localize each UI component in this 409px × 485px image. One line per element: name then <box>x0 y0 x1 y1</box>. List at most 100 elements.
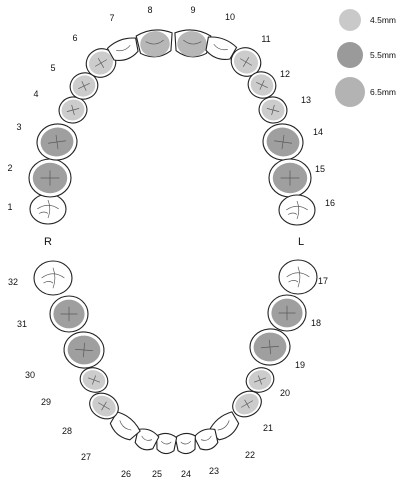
tooth-outline <box>208 411 240 441</box>
tooth-10[interactable] <box>203 34 238 63</box>
fissure-mark <box>52 267 56 289</box>
tooth-outline <box>106 37 139 61</box>
fissure-mark <box>259 80 265 90</box>
tooth-outline <box>29 193 67 225</box>
tooth-number-label: 9 <box>190 5 195 15</box>
tooth-5[interactable] <box>66 68 102 103</box>
tooth-22[interactable] <box>207 409 243 444</box>
tooth-30[interactable] <box>63 330 106 369</box>
tooth-26[interactable] <box>132 426 160 452</box>
tooth-8[interactable] <box>135 28 174 58</box>
tooth-number-label: 22 <box>245 450 255 460</box>
legend-item: 5.5mm <box>337 42 396 68</box>
tooth-number-label: 14 <box>313 127 323 137</box>
tooth-21[interactable] <box>228 386 266 422</box>
tooth-23[interactable] <box>193 426 221 452</box>
tooth-number-label: 11 <box>261 34 270 44</box>
fissure-mark <box>83 342 85 358</box>
edge-mark <box>213 43 228 51</box>
tooth-outline <box>205 36 238 60</box>
tooth-number-label: 20 <box>280 388 290 398</box>
edge-mark <box>160 440 172 445</box>
teeth-layer <box>28 28 318 455</box>
fissure-mark <box>296 200 300 220</box>
tooth-outline <box>193 428 219 451</box>
legend-item: 4.5mm <box>339 9 396 31</box>
tooth-24[interactable] <box>174 432 197 455</box>
fissure-mark <box>297 266 301 288</box>
tooth-number-label: 32 <box>8 277 18 287</box>
fissure-mark <box>41 273 65 279</box>
tooth-number-label: 13 <box>301 95 311 105</box>
fissure-mark <box>269 339 271 355</box>
tooth-3[interactable] <box>35 121 80 162</box>
tooth-number-label: 30 <box>25 370 35 380</box>
fissure-mark <box>47 199 51 219</box>
tooth-31[interactable] <box>49 295 89 333</box>
tooth-9[interactable] <box>173 28 212 58</box>
fissure-mark <box>286 272 310 278</box>
legend-label: 4.5mm <box>370 15 396 25</box>
edge-mark <box>145 39 164 45</box>
tooth-number-label: 17 <box>318 276 328 286</box>
tooth-number-label: 21 <box>263 423 273 433</box>
tooth-number-label: 25 <box>152 469 162 479</box>
tooth-number-label: 12 <box>280 69 290 79</box>
tooth-32[interactable] <box>33 260 73 296</box>
tooth-outline <box>156 432 178 455</box>
tooth-number-label: 24 <box>181 469 191 479</box>
tooth-number-label: 1 <box>7 202 12 212</box>
fissure-mark <box>286 205 308 211</box>
tooth-15[interactable] <box>268 158 312 198</box>
tooth-number-label: 15 <box>315 164 325 174</box>
edge-mark <box>119 420 132 431</box>
tooth-number-label: 10 <box>225 12 235 22</box>
fissure-mark <box>101 401 107 411</box>
tooth-13[interactable] <box>256 94 290 126</box>
tooth-number-label: 2 <box>7 163 12 173</box>
tooth-28[interactable] <box>85 388 123 424</box>
tooth-outline <box>109 411 141 441</box>
tooth-27[interactable] <box>106 409 142 444</box>
tooth-1[interactable] <box>29 193 67 225</box>
legend-label: 6.5mm <box>370 87 396 97</box>
fissure-mark <box>71 104 75 116</box>
tooth-2[interactable] <box>28 158 72 198</box>
tooth-18[interactable] <box>267 294 307 332</box>
tooth-25[interactable] <box>155 432 178 455</box>
tooth-12[interactable] <box>244 67 280 102</box>
fissure-mark <box>43 281 54 284</box>
tooth-6[interactable] <box>81 43 121 82</box>
tooth-17[interactable] <box>278 259 318 295</box>
side-label-left: L <box>298 236 304 248</box>
tooth-number-label: 28 <box>62 426 72 436</box>
edge-mark <box>183 39 202 45</box>
tooth-number-label: 23 <box>209 466 219 476</box>
tooth-29[interactable] <box>77 364 112 396</box>
legend-swatch <box>335 77 365 107</box>
tooth-16[interactable] <box>278 194 316 226</box>
tooth-19[interactable] <box>249 327 292 366</box>
tooth-number-label: 16 <box>325 198 335 208</box>
tooth-number-label: 6 <box>72 33 77 43</box>
tooth-number-label: 31 <box>17 319 27 329</box>
tooth-number-label: 4 <box>33 89 38 99</box>
tooth-4[interactable] <box>56 94 90 126</box>
fissure-mark <box>258 375 262 385</box>
tooth-7[interactable] <box>106 35 141 64</box>
tooth-20[interactable] <box>243 364 278 396</box>
fissure-mark <box>288 280 299 283</box>
edge-mark <box>200 435 212 441</box>
tooth-outline <box>134 428 160 451</box>
legend-label: 5.5mm <box>370 50 396 60</box>
edge-mark <box>116 44 131 52</box>
tooth-11[interactable] <box>226 42 266 81</box>
tooth-14[interactable] <box>261 121 306 162</box>
fissure-mark <box>38 211 49 214</box>
tooth-number-label: 18 <box>311 318 321 328</box>
fissure-mark <box>242 56 250 68</box>
tooth-outline <box>278 259 318 295</box>
fissure-mark <box>281 134 285 150</box>
